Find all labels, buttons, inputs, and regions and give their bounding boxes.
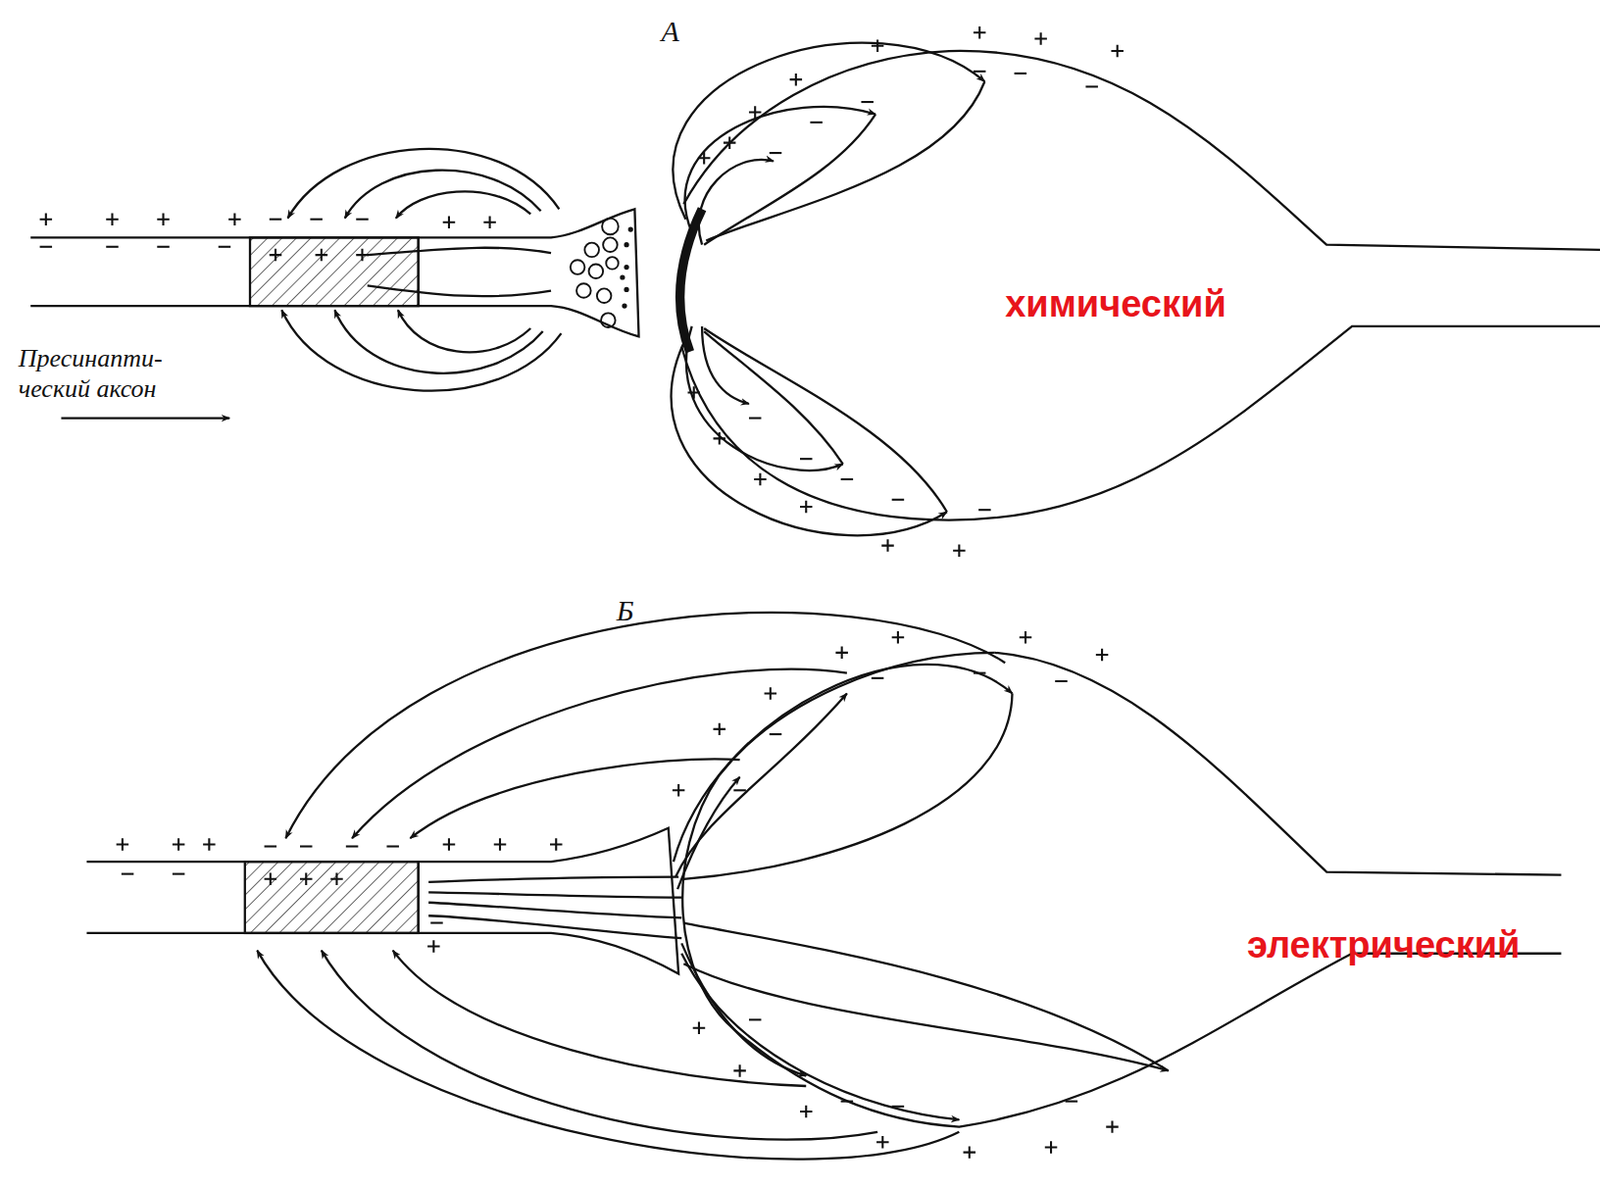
plus-sign bbox=[315, 249, 328, 261]
plus-sign bbox=[202, 838, 215, 850]
plus-sign bbox=[713, 432, 726, 445]
minus-sign bbox=[1054, 680, 1067, 683]
plus-sign bbox=[693, 1021, 705, 1034]
plus-sign bbox=[156, 212, 169, 225]
minus-sign bbox=[871, 677, 884, 680]
minus-sign bbox=[769, 733, 782, 736]
plus-sign bbox=[300, 873, 312, 886]
plus-sign bbox=[952, 545, 965, 557]
plus-sign bbox=[40, 212, 52, 225]
minus-sign bbox=[841, 1100, 853, 1103]
minus-sign bbox=[749, 1018, 761, 1021]
plus-sign bbox=[1096, 649, 1108, 661]
plus-sign bbox=[876, 1136, 889, 1149]
plus-sign bbox=[733, 1064, 746, 1077]
minus-sign bbox=[809, 121, 822, 124]
plus-sign bbox=[1110, 45, 1123, 57]
plus-sign bbox=[835, 647, 848, 659]
minus-sign bbox=[1085, 85, 1098, 88]
panel-letter: Б bbox=[616, 594, 635, 628]
minus-sign bbox=[860, 100, 873, 103]
plus-sign bbox=[963, 1146, 976, 1158]
plus-sign bbox=[116, 838, 129, 850]
minus-sign bbox=[264, 845, 277, 848]
plus-sign bbox=[1045, 1141, 1057, 1153]
minus-sign bbox=[1014, 72, 1027, 75]
synapse-type: химический bbox=[1004, 283, 1227, 326]
minus-sign bbox=[978, 508, 991, 511]
plus-sign bbox=[672, 784, 685, 797]
plus-sign bbox=[172, 838, 185, 850]
minus-sign bbox=[973, 70, 986, 73]
minus-sign bbox=[892, 1105, 904, 1108]
minus-sign bbox=[733, 789, 746, 792]
panel-letter: А bbox=[660, 14, 679, 49]
plus-sign bbox=[753, 473, 766, 486]
minus-sign bbox=[769, 151, 782, 154]
plus-sign bbox=[688, 386, 700, 399]
plus-sign bbox=[892, 631, 904, 644]
minus-sign bbox=[892, 499, 904, 501]
plus-sign bbox=[1034, 32, 1047, 45]
plus-sign bbox=[105, 212, 118, 225]
panel-b bbox=[60, 418, 1561, 1160]
charge-signs bbox=[40, 26, 1124, 1159]
minus-sign bbox=[386, 845, 399, 848]
plus-sign bbox=[800, 1105, 812, 1118]
plus-sign bbox=[749, 105, 761, 118]
minus-sign bbox=[172, 873, 185, 876]
minus-sign bbox=[218, 246, 231, 249]
plus-sign bbox=[713, 723, 726, 736]
plus-sign bbox=[264, 873, 277, 886]
minus-sign bbox=[973, 672, 986, 675]
plus-sign bbox=[483, 216, 496, 229]
plus-sign bbox=[443, 216, 455, 229]
minus-sign bbox=[430, 922, 443, 925]
minus-sign bbox=[346, 845, 358, 848]
plus-sign bbox=[330, 873, 343, 886]
plus-sign bbox=[550, 838, 562, 850]
plus-sign bbox=[698, 151, 710, 164]
plus-sign bbox=[427, 940, 440, 952]
plus-sign bbox=[1105, 1120, 1118, 1133]
axon-caption: Пресинапти- ческий аксон bbox=[18, 343, 194, 404]
plus-sign bbox=[228, 212, 241, 225]
minus-sign bbox=[156, 246, 169, 249]
plus-sign bbox=[723, 136, 736, 149]
plus-sign bbox=[355, 249, 368, 261]
minus-sign bbox=[841, 478, 853, 481]
plus-sign bbox=[871, 40, 884, 52]
minus-sign bbox=[40, 246, 52, 249]
minus-sign bbox=[105, 246, 118, 249]
minus-sign bbox=[121, 873, 134, 876]
minus-sign bbox=[300, 845, 312, 848]
synapse-type: электрический bbox=[1247, 924, 1521, 967]
plus-sign bbox=[764, 687, 777, 700]
minus-sign bbox=[355, 218, 368, 221]
plus-sign bbox=[973, 26, 986, 39]
plus-sign bbox=[443, 838, 455, 850]
plus-sign bbox=[1019, 631, 1032, 644]
minus-sign bbox=[749, 417, 761, 420]
plus-sign bbox=[790, 73, 802, 86]
plus-sign bbox=[800, 500, 812, 513]
minus-sign bbox=[800, 457, 812, 460]
minus-sign bbox=[269, 218, 282, 221]
plus-sign bbox=[494, 838, 506, 850]
plus-sign bbox=[269, 249, 282, 261]
minus-sign bbox=[1065, 1100, 1078, 1103]
minus-sign bbox=[309, 218, 322, 221]
panel-a bbox=[30, 43, 1600, 537]
plus-sign bbox=[881, 539, 894, 551]
